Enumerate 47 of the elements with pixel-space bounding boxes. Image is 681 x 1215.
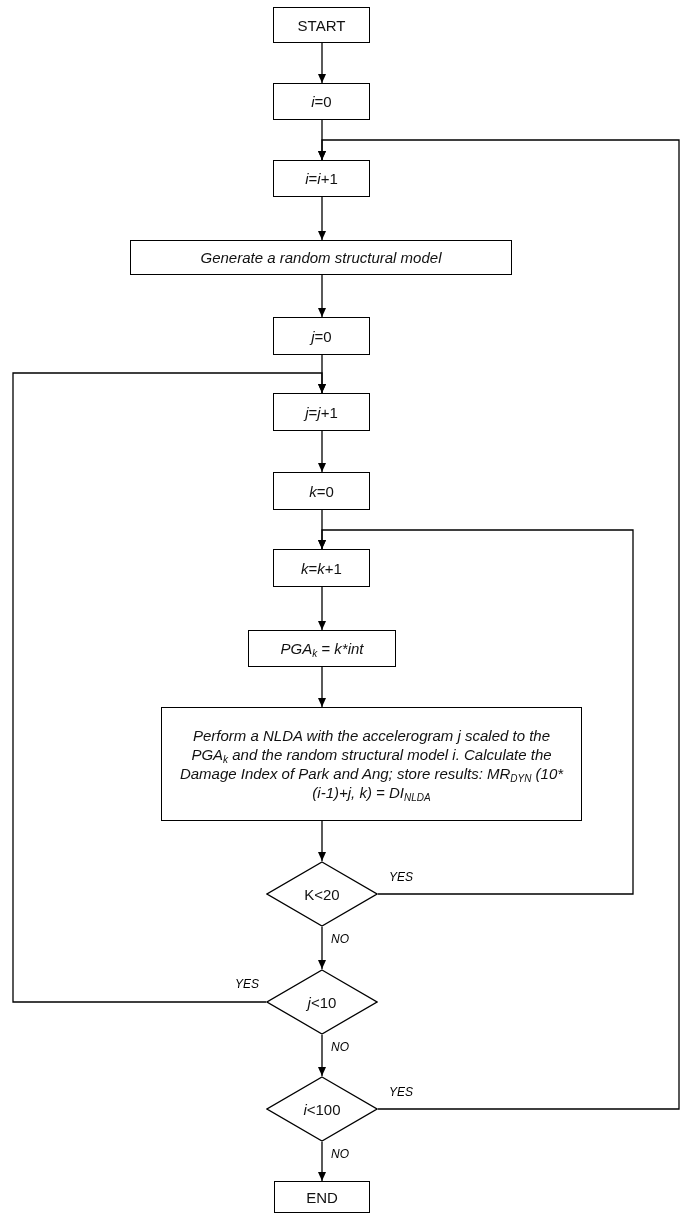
arrow [318, 42, 326, 84]
arrow [318, 274, 326, 318]
edge-label: NO [330, 1147, 350, 1161]
process-box [273, 317, 370, 355]
node-text: j<10 [307, 992, 337, 1012]
process-box [273, 160, 370, 197]
terminal-box [273, 7, 370, 43]
edge-label: YES [234, 977, 260, 991]
node-text: Generate a random structural model [200, 248, 442, 267]
terminal-box [274, 1181, 370, 1213]
edge-label: NO [330, 1040, 350, 1054]
arrow [318, 926, 326, 970]
arrow [318, 529, 634, 895]
node-text: K<20 [304, 884, 340, 904]
node-text: k=0 [309, 481, 334, 501]
decision-diamond [266, 969, 378, 1035]
node-text: END [306, 1187, 338, 1207]
node-text: i=i+1 [305, 169, 338, 188]
arrow [318, 586, 326, 631]
node-text: k=k+1 [301, 558, 342, 578]
node-text: j=0 [311, 326, 332, 346]
node-text: j=j+1 [305, 402, 338, 422]
decision-diamond [266, 1076, 378, 1142]
decision-diamond [266, 861, 378, 927]
node-text: i=0 [311, 92, 332, 111]
process-box [161, 707, 582, 821]
arrow [318, 196, 326, 241]
arrow [318, 430, 326, 473]
process-box [248, 630, 396, 667]
node-text: PGA$_{k}$ = k*int [280, 639, 364, 658]
edge-label: NO [330, 932, 350, 946]
process-box [130, 240, 512, 275]
arrow [12, 372, 326, 1003]
process-box [273, 83, 370, 120]
node-text: START [297, 15, 346, 35]
arrow [318, 666, 326, 708]
process-box [273, 393, 370, 431]
edge-label: YES [388, 870, 414, 884]
process-box [273, 472, 370, 510]
node-text: i<100 [303, 1099, 341, 1119]
process-box [273, 549, 370, 587]
arrow [318, 820, 326, 862]
arrow [318, 1141, 326, 1182]
arrow [318, 139, 680, 1110]
arrow [318, 1034, 326, 1077]
node-text: Perform a NLDA with the accelerogram j scaled to the PGA$_{k}$ and the random structural model i. Calculate the Damage Index of Park and Ang; store results: MR$_{DYN}$ (10*(i-1)+j, k) = DI$_{NLDA}$ [178, 726, 565, 802]
edge-label: YES [388, 1085, 414, 1099]
